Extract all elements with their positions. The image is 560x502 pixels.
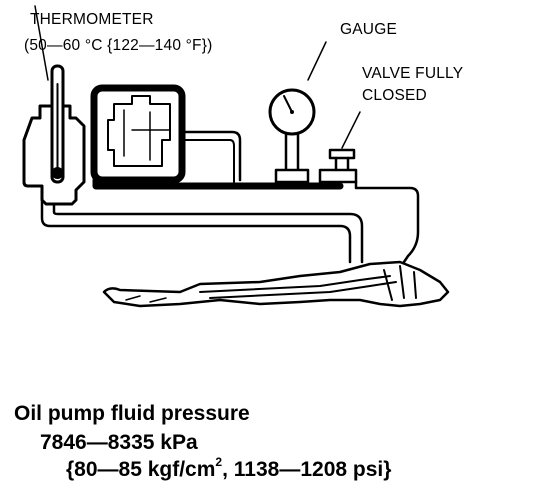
caption-pressure-alt-units: {80—85 kgf/cm2, 1138—1208 psi} bbox=[66, 455, 392, 482]
shutoff-valve bbox=[318, 111, 361, 184]
caption-alt-suffix: , 1138—1208 psi} bbox=[222, 458, 392, 481]
return-line-inner bbox=[52, 202, 364, 264]
steering-gear bbox=[102, 260, 450, 308]
caption-alt-superscript: 2 bbox=[215, 455, 223, 469]
thermometer-range-label: (50—60 °C {122—140 °F}) bbox=[24, 37, 213, 54]
gauge-label: GAUGE bbox=[340, 21, 397, 38]
pump-return-line-inner bbox=[181, 139, 235, 183]
caption-title: Oil pump fluid pressure bbox=[14, 402, 250, 425]
caption-alt-prefix: {80—85 kgf/cm bbox=[66, 458, 216, 481]
thermometer bbox=[34, 5, 65, 184]
valve-label-line2: CLOSED bbox=[362, 87, 427, 104]
return-line-outer bbox=[40, 184, 352, 264]
thermometer-label: THERMOMETER bbox=[30, 11, 154, 28]
pump-return-line bbox=[180, 130, 242, 182]
pressure-line bbox=[92, 176, 344, 190]
oil-pump bbox=[90, 84, 186, 184]
pressure-gauge bbox=[268, 41, 327, 184]
valve-label-line1: VALVE FULLY bbox=[362, 65, 464, 82]
valve-to-gear-line bbox=[354, 180, 420, 270]
caption-pressure-kpa: 7846—8335 kPa bbox=[40, 431, 198, 454]
